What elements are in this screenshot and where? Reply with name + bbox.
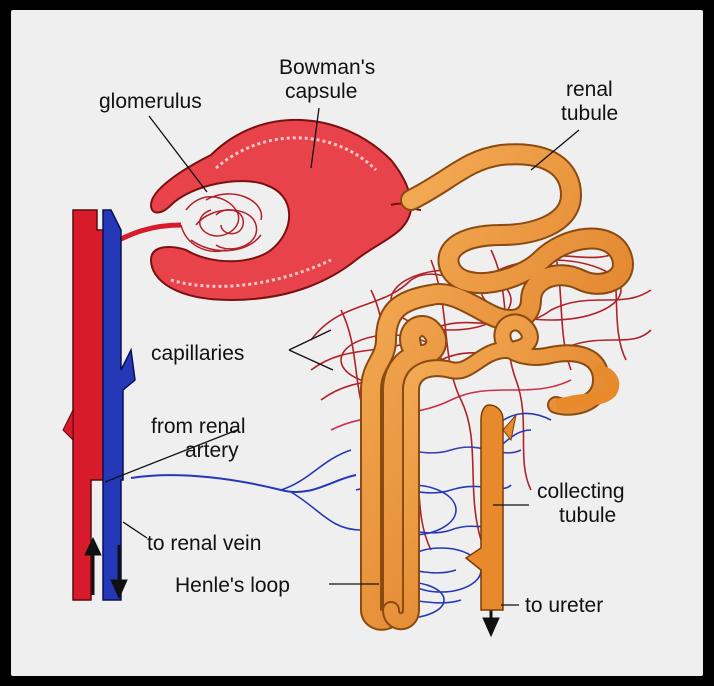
label-from-renal-artery-line2: artery xyxy=(185,439,239,462)
label-collecting-tubule-line2: tubule xyxy=(559,504,616,527)
label-renal-tubule-line2: tubule xyxy=(561,102,618,125)
nephron-diagram: glomerulus Bowman's capsule renal tubule… xyxy=(11,10,703,676)
label-bowmans-capsule-line2: capsule xyxy=(285,80,357,103)
bowmans-capsule xyxy=(151,120,421,300)
label-to-ureter: to ureter xyxy=(525,594,603,617)
label-glomerulus: glomerulus xyxy=(99,90,202,113)
label-collecting-tubule-line1: collecting xyxy=(537,480,625,503)
label-capillaries: capillaries xyxy=(151,342,244,365)
diagram-frame: glomerulus Bowman's capsule renal tubule… xyxy=(11,10,703,676)
label-to-renal-vein: to renal vein xyxy=(147,532,261,555)
glomerulus-tuft xyxy=(181,194,261,251)
label-bowmans-capsule-line1: Bowman's xyxy=(279,56,375,79)
label-renal-tubule-line1: renal xyxy=(566,78,613,101)
label-from-renal-artery-line1: from renal xyxy=(151,415,246,438)
renal-vein xyxy=(103,210,135,600)
label-henles-loop: Henle's loop xyxy=(175,574,290,597)
